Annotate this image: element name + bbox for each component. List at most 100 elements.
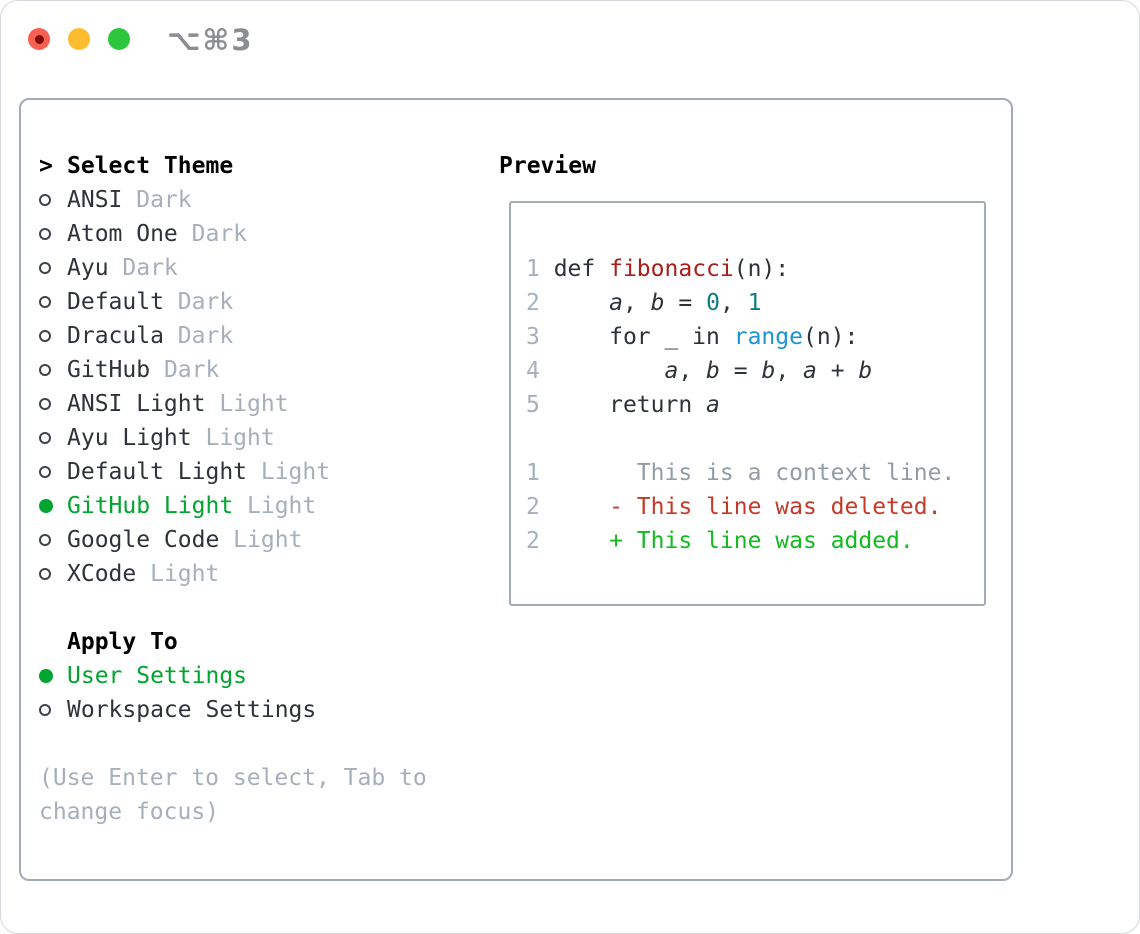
radio-ring: [39, 364, 51, 376]
token-blue: range: [733, 324, 803, 350]
titlebar: ⌥⌘3: [1, 1, 1139, 77]
theme-option-ayu-light[interactable]: Ayu Light Light: [39, 421, 469, 455]
option-label: GitHub Light: [67, 493, 234, 519]
variant-tag: Dark: [163, 289, 234, 315]
token-code: [540, 290, 609, 316]
option-label: Dracula: [67, 323, 164, 349]
spacer: [39, 591, 469, 625]
token-code: ,: [678, 358, 707, 384]
variant-tag: Dark: [150, 357, 220, 383]
preview-line: 3 for _ in range(n):: [526, 320, 984, 354]
theme-option-dracula[interactable]: Dracula Dark: [39, 319, 469, 353]
radio-icon: [39, 296, 67, 308]
variant-tag: Dark: [163, 323, 234, 349]
theme-option-ayu[interactable]: Ayu Dark: [39, 251, 469, 285]
apply-option-workspace-settings[interactable]: Workspace Settings: [39, 693, 469, 727]
theme-option-ansi[interactable]: ANSI Dark: [39, 183, 469, 217]
theme-option-atom-one[interactable]: Atom One Dark: [39, 217, 469, 251]
option-label: Default: [67, 289, 164, 315]
variant-tag: Dark: [177, 221, 248, 247]
option-label: Ayu: [67, 255, 109, 281]
token-ctx: This is a context line.: [539, 460, 956, 486]
radio-ring: [39, 228, 51, 240]
zoom-button[interactable]: [108, 28, 130, 50]
token-code: ,: [775, 358, 804, 384]
radio-ring: [39, 432, 51, 444]
token-var: a: [609, 290, 623, 316]
radio-filled-dot: [39, 499, 53, 513]
close-button[interactable]: [28, 28, 50, 50]
line-number: 2: [526, 290, 540, 316]
token-add: + This line was added.: [539, 528, 914, 554]
line-number: 2: [526, 494, 540, 520]
radio-ring: [39, 704, 51, 716]
preview-line: 1 This is a context line.: [526, 456, 984, 490]
radio-ring: [39, 194, 51, 206]
radio-icon: [39, 330, 67, 342]
token-var: a: [664, 358, 679, 384]
variant-tag: Dark: [122, 187, 192, 213]
radio-icon: [39, 398, 67, 410]
preview-line: 2 - This line was deleted.: [526, 490, 984, 524]
theme-option-github-light[interactable]: GitHub Light Light: [39, 489, 469, 523]
line-number: 5: [526, 392, 540, 418]
theme-option-github[interactable]: GitHub Dark: [39, 353, 469, 387]
apply-option-user-settings[interactable]: User Settings: [39, 659, 469, 693]
preview-line: 1 def fibonacci(n):: [526, 252, 984, 286]
option-label: ANSI: [67, 187, 123, 213]
radio-icon: [39, 534, 67, 546]
radio-icon: [39, 194, 67, 206]
token-numlit: 1: [747, 290, 762, 316]
theme-option-default[interactable]: Default Dark: [39, 285, 469, 319]
token-code: =: [664, 290, 707, 316]
token-func: fibonacci: [609, 256, 734, 282]
radio-ring: [39, 398, 51, 410]
window-shortcut-label: ⌥⌘3: [167, 23, 254, 57]
preview-line: 2 a, b = 0, 1: [526, 286, 984, 320]
token-code: (n):: [733, 256, 790, 282]
radio-ring: [39, 534, 51, 546]
option-label: Default Light: [67, 459, 248, 485]
token-var: a: [803, 358, 817, 384]
radio-ring: [39, 568, 51, 580]
theme-option-xcode[interactable]: XCode Light: [39, 557, 469, 591]
theme-option-ansi-light[interactable]: ANSI Light Light: [39, 387, 469, 421]
minimize-button[interactable]: [68, 28, 90, 50]
theme-option-default-light[interactable]: Default Light Light: [39, 455, 469, 489]
token-code: def: [539, 256, 610, 282]
token-del: - This line was deleted.: [539, 494, 942, 520]
token-var: b: [858, 358, 873, 384]
radio-ring: [39, 262, 51, 274]
radio-icon: [39, 704, 67, 716]
option-label: Workspace Settings: [67, 697, 317, 723]
theme-option-google-code[interactable]: Google Code Light: [39, 523, 469, 557]
spacer: [39, 727, 469, 761]
option-label: Atom One: [67, 221, 178, 247]
close-button-dot: [34, 34, 44, 44]
selected-radio-icon: [39, 669, 67, 683]
preview-line: 2 + This line was added.: [526, 524, 984, 558]
selected-radio-icon: [39, 499, 67, 513]
apply-to-header-row: Apply To: [39, 625, 469, 659]
line-number: 4: [526, 358, 540, 384]
line-number: 2: [526, 528, 540, 554]
apply-to-title: Apply To: [67, 629, 178, 655]
radio-icon: [39, 364, 67, 376]
preview-line: 5 return a: [526, 388, 984, 422]
traffic-lights: [28, 28, 130, 50]
option-label: GitHub: [67, 357, 151, 383]
variant-tag: Light: [247, 459, 331, 485]
line-number: 1: [526, 256, 540, 282]
token-code: (n):: [802, 324, 859, 350]
option-label: XCode: [67, 561, 137, 587]
select-theme-header-row: > Select Theme: [39, 149, 469, 183]
radio-icon: [39, 228, 67, 240]
token-code: return: [539, 392, 707, 418]
option-label: Ayu Light: [67, 425, 192, 451]
preview-column: Preview: [499, 149, 596, 183]
variant-tag: Light: [233, 493, 317, 519]
